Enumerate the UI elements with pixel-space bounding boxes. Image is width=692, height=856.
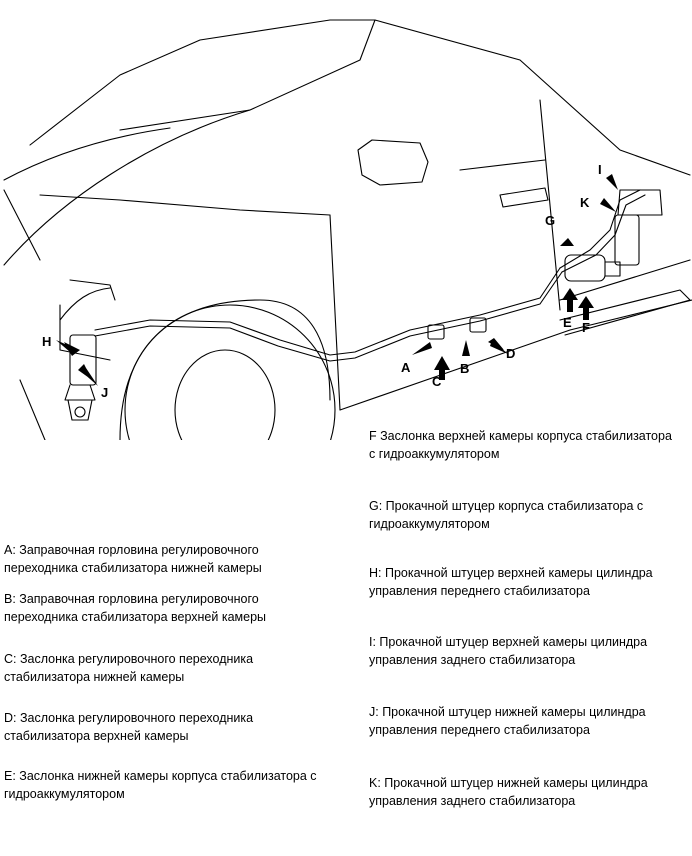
front-stabilizer-cylinder bbox=[64, 334, 97, 421]
legend-c: C: Заслонка регулировочного переходника … bbox=[4, 652, 254, 684]
arrow-f bbox=[578, 296, 594, 320]
vehicle-body-outline bbox=[3, 19, 692, 440]
arrow-b bbox=[462, 340, 470, 356]
legend-g: G: Прокачной штуцер корпуса стабилизатор… bbox=[369, 499, 644, 531]
legend-f: F Заслонка верхней камеры корпуса стабил… bbox=[369, 429, 672, 461]
legend-d: D: Заслонка регулировочного переходника … bbox=[4, 711, 254, 743]
arrow-a bbox=[412, 342, 432, 355]
callout-j: J bbox=[101, 385, 109, 400]
stabilizer-adjuster bbox=[427, 317, 487, 340]
callout-e: E bbox=[563, 315, 572, 330]
side-mirror bbox=[357, 139, 429, 186]
callout-h: H bbox=[42, 334, 52, 349]
front-wheel bbox=[124, 304, 336, 440]
rear-stabilizer-cylinder bbox=[614, 189, 663, 266]
arrow-i bbox=[606, 174, 618, 190]
callout-b: B bbox=[460, 361, 470, 376]
arrow-e bbox=[562, 288, 578, 312]
door-handle bbox=[499, 187, 549, 208]
arrow-d bbox=[488, 338, 508, 354]
legend-b: B: Заправочная горловина регулировочного… bbox=[4, 592, 267, 624]
wheel-arch bbox=[119, 299, 331, 440]
callout-f: F bbox=[582, 320, 590, 335]
arrow-k bbox=[600, 198, 616, 212]
hydraulic-lines bbox=[94, 189, 646, 362]
callout-i: I bbox=[598, 162, 602, 177]
running-board bbox=[559, 289, 691, 336]
callout-d: D bbox=[506, 346, 516, 361]
legend-e: E: Заслонка нижней камеры корпуса стабил… bbox=[4, 769, 317, 801]
arrow-g bbox=[560, 238, 574, 246]
front-wheel-inner bbox=[174, 349, 276, 440]
arrow-h bbox=[56, 340, 80, 356]
legend-j: J: Прокачной штуцер нижней камеры цилинд… bbox=[369, 705, 646, 737]
arrow-c bbox=[434, 356, 450, 380]
vehicle-hydraulic-line-drawing bbox=[3, 19, 692, 440]
callout-k: K bbox=[580, 195, 590, 210]
legend-a: A: Заправочная горловина регулировочного… bbox=[4, 543, 262, 575]
legend-i: I: Прокачной штуцер верхней камеры цилин… bbox=[369, 635, 648, 667]
callout-a: A bbox=[401, 360, 411, 375]
arrow-j bbox=[78, 364, 98, 386]
legend-h: H: Прокачной штуцер верхней камеры цилин… bbox=[369, 566, 653, 598]
accumulator-body bbox=[564, 254, 621, 282]
callout-c: C bbox=[432, 374, 442, 389]
legend-k: K: Прокачной штуцер нижней камеры цилинд… bbox=[369, 776, 648, 808]
callout-g: G bbox=[545, 213, 556, 228]
